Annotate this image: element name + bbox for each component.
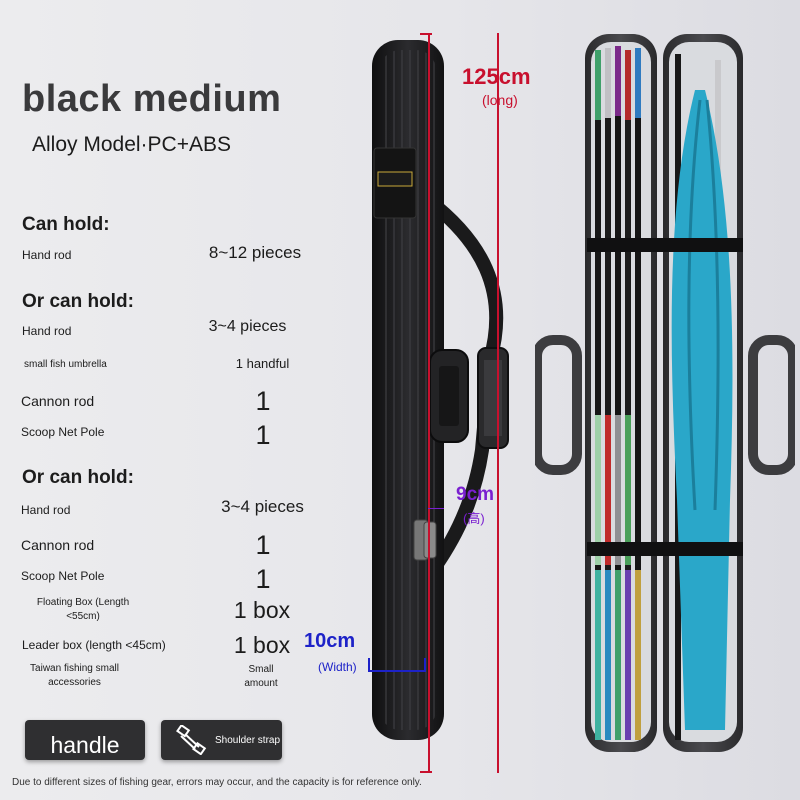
- length-note: (long): [482, 92, 518, 108]
- capacity-value: 1: [255, 420, 271, 450]
- width-value: 10cm: [304, 630, 356, 652]
- capacity-label: Hand rod: [22, 324, 72, 338]
- width-note: (Width): [318, 660, 357, 674]
- capacity-value: Small amount: [244, 664, 278, 689]
- capacity-value: 1: [255, 530, 271, 560]
- section-heading-or-can-hold-2: Or can hold:: [22, 467, 134, 488]
- strap-icon: [176, 725, 207, 755]
- capacity-value: 1: [255, 564, 271, 594]
- shoulder-strap-button[interactable]: Shoulder strap: [161, 720, 282, 760]
- width-marker-cap-left: [368, 658, 370, 672]
- capacity-label: Taiwan fishing small accessories: [30, 663, 119, 688]
- capacity-label: small fish umbrella: [24, 359, 107, 370]
- capacity-label: Leader box (length <45cm): [22, 638, 166, 652]
- capacity-value: 3~4 pieces: [208, 318, 287, 335]
- height-marker-line: [428, 508, 444, 509]
- handle-button[interactable]: handle: [25, 720, 145, 760]
- disclaimer: Due to different sizes of fishing gear, …: [12, 777, 422, 788]
- length-marker-line-right: [497, 33, 499, 773]
- capacity-label: Cannon rod: [21, 393, 95, 409]
- width-marker-line: [368, 670, 426, 672]
- capacity-value: 1 box: [233, 632, 291, 658]
- product-title: black medium: [22, 78, 282, 120]
- closed-bag-image: [372, 40, 509, 740]
- section-heading-can-hold: Can hold:: [22, 214, 110, 235]
- length-marker-cap-bottom: [420, 771, 432, 773]
- capacity-value: 8~12 pieces: [208, 243, 302, 262]
- length-value: 125cm: [462, 64, 531, 89]
- capacity-value: 3~4 pieces: [221, 497, 304, 516]
- length-marker-line: [428, 33, 430, 773]
- capacity-label: Hand rod: [22, 248, 72, 262]
- section-heading-or-can-hold: Or can hold:: [22, 291, 134, 312]
- product-subtitle: Alloy Model·PC+ABS: [32, 133, 231, 156]
- handle-button-label: handle: [50, 731, 120, 758]
- capacity-value: 1 box: [233, 597, 291, 623]
- capacity-value: 1 handful: [235, 356, 290, 371]
- capacity-label: Hand rod: [21, 503, 71, 517]
- shoulder-strap-label: Shoulder strap: [215, 734, 281, 746]
- capacity-label: Scoop Net Pole: [21, 425, 105, 439]
- capacity-label: Floating Box (Length <55cm): [36, 597, 130, 622]
- height-note: (高): [463, 511, 485, 526]
- height-value: 9cm: [456, 484, 495, 505]
- capacity-label: Cannon rod: [21, 537, 95, 553]
- open-bag-image: [535, 34, 795, 752]
- capacity-value: 1: [255, 386, 271, 416]
- length-marker-cap-top: [420, 33, 432, 35]
- width-marker-cap-right: [424, 658, 426, 672]
- capacity-label: Scoop Net Pole: [21, 569, 105, 583]
